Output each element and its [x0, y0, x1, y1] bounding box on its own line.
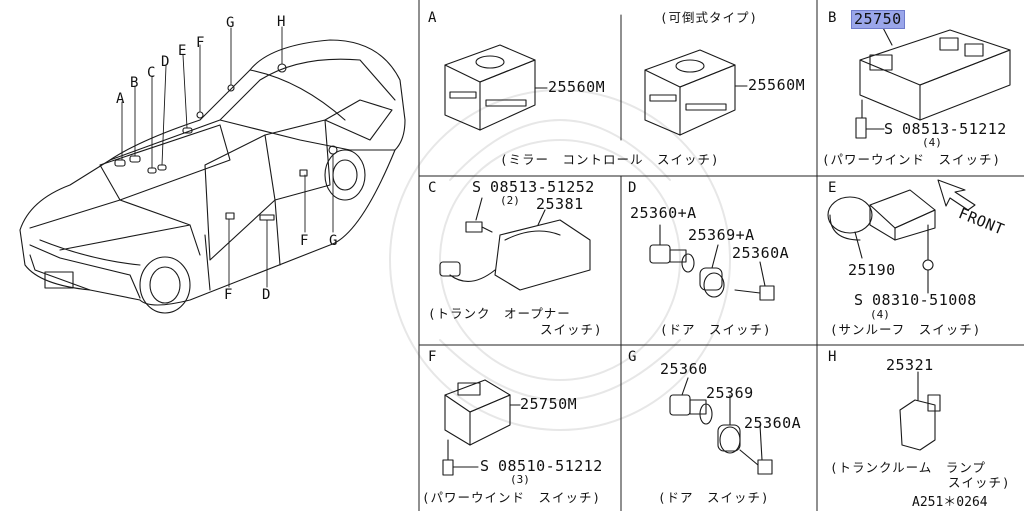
section-c-caption-line2: スイッチ) — [540, 322, 603, 337]
section-c-caption-line1: (トランク オープナー — [428, 306, 571, 321]
screw-symbol: S — [472, 178, 482, 196]
door-switch-front — [649, 224, 775, 301]
section-g-letter: G — [628, 349, 637, 365]
door-switch-rear — [669, 377, 773, 475]
screw-symbol: S — [884, 120, 894, 138]
callout-f-front-door: F — [224, 287, 233, 303]
part-number-25321: 25321 — [886, 356, 934, 374]
callout-b: B — [130, 75, 139, 91]
callout-g-rear: G — [329, 233, 338, 249]
screw-qty-e: (4) — [870, 308, 890, 321]
screw-qty-c: (2) — [500, 194, 520, 207]
part-number-25360: 25360 — [660, 360, 708, 378]
section-a-variant-label: (可倒式タイプ) — [660, 10, 759, 25]
part-number-25560m-1: 25560M — [548, 78, 606, 96]
screw-number-c: 08513-51252 — [490, 178, 595, 196]
part-number-25360a-g: 25360A — [744, 414, 802, 432]
car-callout-leaders — [121, 26, 334, 288]
part-number-25381: 25381 — [536, 195, 584, 213]
panel-grid — [418, 0, 1024, 511]
section-b-caption: (パワーウインド スイッチ) — [822, 152, 1002, 167]
mirror-switch-fixed — [444, 44, 548, 131]
callout-h: H — [277, 14, 286, 30]
mirror-switch-folding — [644, 49, 748, 136]
callout-c: C — [147, 65, 156, 81]
section-e-caption: (サンルーフ スイッチ) — [830, 322, 982, 337]
section-d-caption: (ドア スイッチ) — [660, 322, 772, 337]
section-a-letter: A — [428, 10, 437, 26]
power-window-master-switch — [855, 21, 1011, 139]
section-a-caption: (ミラー コントロール スイッチ) — [500, 152, 720, 167]
callout-g: G — [226, 15, 235, 31]
car-illustration — [19, 39, 406, 314]
part-number-25560m-2: 25560M — [748, 76, 806, 94]
section-b-letter: B — [828, 10, 837, 26]
section-h-caption-line2: スイッチ) — [948, 475, 1011, 490]
screw-number-f: 08510-51212 — [498, 457, 603, 475]
section-c-letter: C — [428, 180, 437, 196]
watermark-emblem — [389, 89, 731, 431]
section-h-caption-line1: (トランクルーム ランプ — [830, 460, 986, 475]
screw-qty-b: (4) — [922, 136, 942, 149]
trunk-opener-switch — [439, 197, 591, 291]
diagram-reference-code: A251＊0264 — [912, 495, 988, 510]
screw-symbol: S — [480, 457, 490, 475]
screw-symbol: S — [854, 291, 864, 309]
part-number-25360a-d: 25360A — [732, 244, 790, 262]
part-number-25369: 25369 — [706, 384, 754, 402]
part-number-25369-a: 25369+A — [688, 226, 755, 244]
callout-f-rear-door: F — [300, 233, 309, 249]
section-f-caption: (パワーウインド スイッチ) — [422, 490, 602, 505]
callout-f: F — [196, 35, 205, 51]
callout-d: D — [161, 54, 170, 70]
section-e-letter: E — [828, 180, 837, 196]
section-d-letter: D — [628, 180, 637, 196]
sunroof-switch — [827, 179, 976, 294]
part-number-25750-highlighted[interactable]: 25750 — [851, 10, 905, 29]
section-g-caption: (ドア スイッチ) — [658, 490, 770, 505]
screw-qty-f: (3) — [510, 473, 530, 486]
screw-number-b: 08513-51212 — [902, 120, 1007, 138]
part-number-25360-a: 25360+A — [630, 204, 697, 222]
section-h-letter: H — [828, 349, 837, 365]
callout-e: E — [178, 43, 187, 59]
trunk-room-lamp-switch — [899, 371, 941, 451]
callout-a: A — [116, 91, 125, 107]
power-window-passenger-switch — [442, 379, 521, 476]
part-number-25190: 25190 — [848, 261, 896, 279]
callout-d-front: D — [262, 287, 271, 303]
section-f-letter: F — [428, 349, 437, 365]
screw-number-e: 08310-51008 — [872, 291, 977, 309]
part-number-25750m: 25750M — [520, 395, 578, 413]
